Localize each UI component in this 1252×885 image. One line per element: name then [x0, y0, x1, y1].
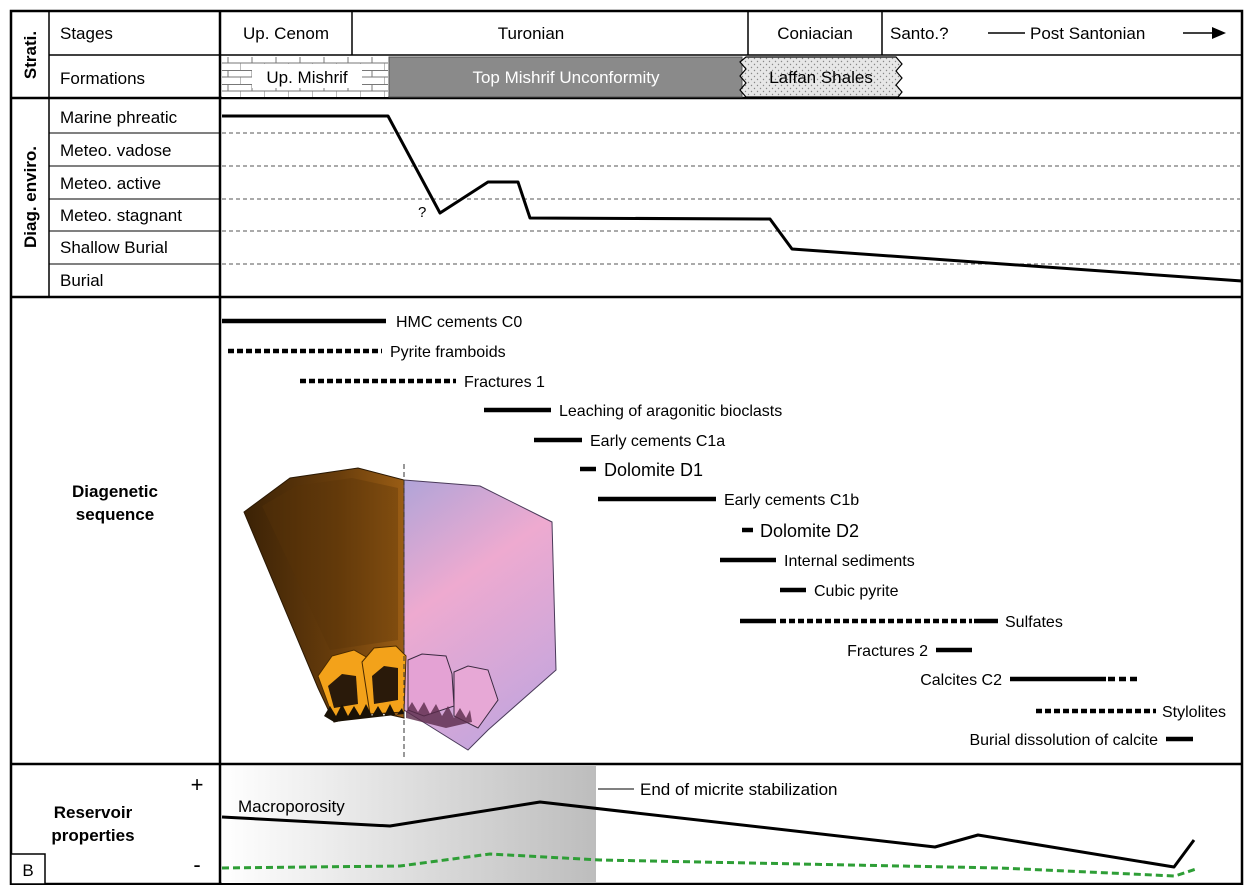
event-cubic-pyrite: Cubic pyrite — [814, 583, 899, 600]
event-stylolites: Stylolites — [1162, 704, 1226, 721]
panel-letter-box — [10, 853, 46, 885]
diag-enviro-section-label: Diag. enviro. — [21, 146, 40, 248]
event-leaching-aragonitic-bioclasts: Leaching of aragonitic bioclasts — [559, 403, 782, 420]
diagenetic-sequence-label-1: Diagenetic — [72, 482, 158, 501]
grain-illustration — [243, 464, 557, 758]
grain-brown-inner-shade — [262, 478, 398, 650]
reservoir-label-2: properties — [51, 826, 134, 845]
event-early-cements-c1b: Early cements C1b — [724, 492, 859, 509]
macroporosity-line — [221, 800, 1196, 869]
event-dolomite-d1: Dolomite D1 — [604, 460, 703, 480]
environment-level-rows — [49, 132, 220, 265]
env-meteo-active: Meteo. active — [60, 174, 161, 193]
event-hmc-cements-c0: HMC cements C0 — [396, 314, 522, 331]
frame — [9, 9, 1244, 885]
dark-pore-right — [372, 666, 398, 704]
event-sulfates: Sulfates — [1005, 614, 1063, 631]
reservoir-minus-sign: - — [193, 852, 200, 877]
stages-row-label: Stages — [60, 24, 113, 43]
uncertainty-question-mark: ? — [418, 204, 426, 221]
pink-crystal-left — [407, 653, 455, 717]
formation-unconformity: Top Mishrif Unconformity — [472, 68, 660, 87]
dark-pore-left — [328, 674, 358, 708]
stage-up-cenom: Up. Cenom — [243, 24, 329, 43]
stage-santonian: Santo.? — [890, 24, 949, 43]
env-burial: Burial — [60, 271, 103, 290]
stage-turonian: Turonian — [498, 24, 564, 43]
env-shallow-burial: Shallow Burial — [60, 238, 168, 257]
environment-gridlines — [222, 132, 1240, 265]
post-santonian-arrow-right — [1183, 27, 1226, 39]
pink-crystal-right — [453, 665, 499, 729]
formation-laffan-shales: Laffan Shales — [769, 68, 873, 87]
environment-path-line — [222, 114, 1243, 283]
env-meteo-vadose: Meteo. vadose — [60, 141, 172, 160]
panel-letter: B — [22, 861, 33, 880]
event-burial-dissolution-calcite: Burial dissolution of calcite — [969, 732, 1158, 749]
micrite-stabilization-note: End of micrite stabilization — [640, 780, 837, 799]
reservoir-plus-sign: + — [191, 772, 204, 797]
strati-section-label: Strati. — [21, 31, 40, 79]
fibrous-fringe — [324, 704, 404, 722]
formation-up-mishrif: Up. Mishrif — [266, 68, 348, 87]
formations-row-label: Formations — [60, 69, 145, 88]
diagenetic-sequence-label-2: sequence — [76, 505, 154, 524]
sequence-bars — [222, 318, 1193, 742]
stage-dividers — [351, 11, 883, 55]
stage-post-santonian: Post Santonian — [1030, 24, 1145, 43]
microporosity-line — [221, 852, 1197, 878]
event-internal-sediments: Internal sediments — [784, 553, 915, 570]
event-early-cements-c1a: Early cements C1a — [590, 433, 725, 450]
macroporosity-label: Macroporosity — [238, 797, 345, 816]
event-pyrite-framboids: Pyrite framboids — [390, 344, 506, 361]
stage-coniacian: Coniacian — [777, 24, 853, 43]
event-calcites-c2: Calcites C2 — [920, 672, 1002, 689]
formation-laffan-shales-box — [739, 56, 903, 98]
event-dolomite-d2: Dolomite D2 — [760, 521, 859, 541]
env-marine-phreatic: Marine phreatic — [60, 108, 178, 127]
event-fractures-1: Fractures 1 — [464, 374, 545, 391]
event-fractures-2: Fractures 2 — [847, 643, 928, 660]
formation-up-mishrif-label-bg — [252, 64, 362, 88]
reservoir-label-1: Reservoir — [54, 803, 133, 822]
pink-fringe — [406, 702, 472, 728]
env-meteo-stagnant: Meteo. stagnant — [60, 206, 182, 225]
